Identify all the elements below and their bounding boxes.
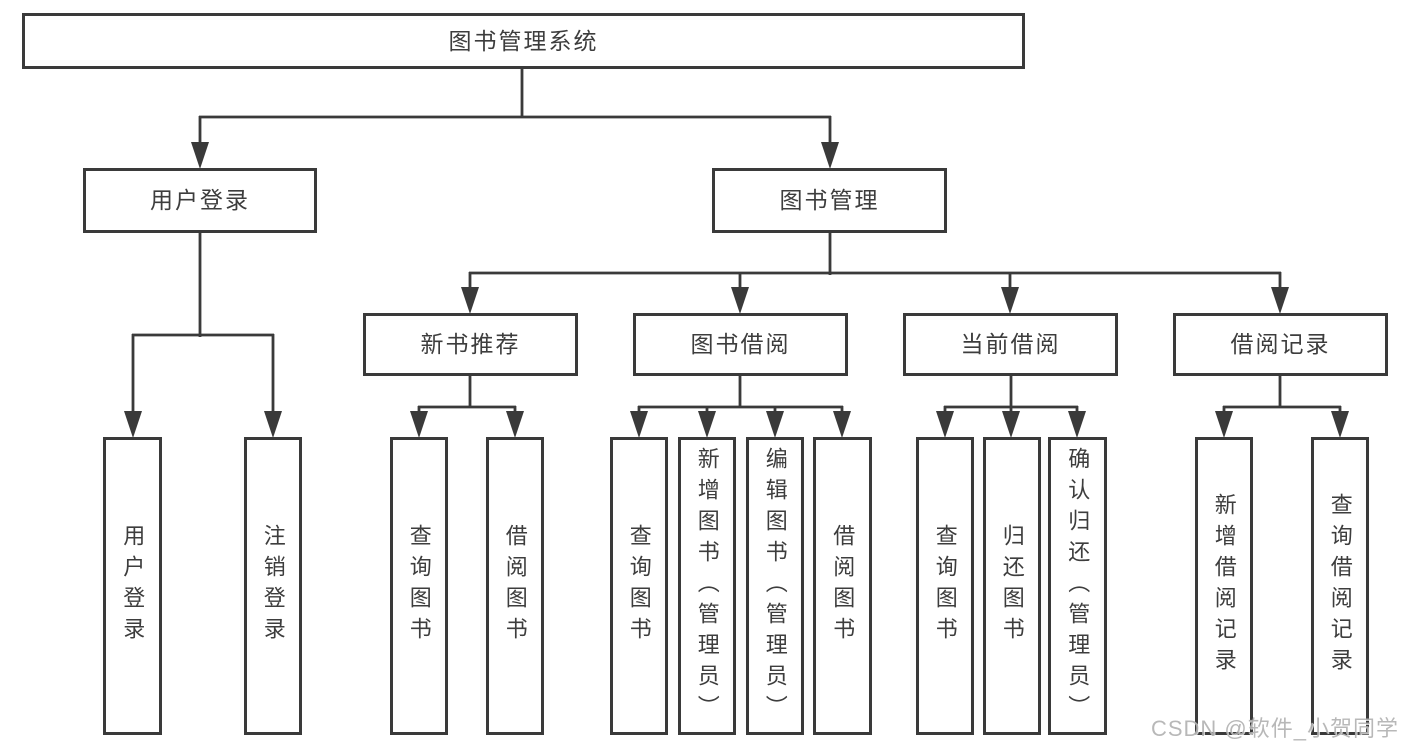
leaf-nb-query-books: 查询图书	[390, 437, 448, 735]
leaf-cb-return-books: 归还图书	[983, 437, 1041, 735]
node-current-borrow: 当前借阅	[903, 313, 1118, 376]
node-user-login: 用户登录	[83, 168, 317, 233]
csdn-watermark: CSDN @软件_小贺同学	[1150, 716, 1399, 741]
node-book-management: 图书管理	[712, 168, 947, 233]
node-new-book-recommend: 新书推荐	[363, 313, 578, 376]
leaf-cb-query-books: 查询图书	[916, 437, 974, 735]
leaf-user-login: 用户登录	[103, 437, 162, 735]
leaf-logout: 注销登录	[244, 437, 302, 735]
leaf-bb-edit-books-admin: 编辑图书（管理员）	[746, 437, 804, 735]
leaf-br-add-record: 新增借阅记录	[1195, 437, 1253, 735]
leaf-cb-confirm-return-admin: 确认归还（管理员）	[1048, 437, 1107, 735]
leaf-bb-query-books: 查询图书	[610, 437, 668, 735]
leaf-bb-borrow-books: 借阅图书	[813, 437, 872, 735]
node-library-management-system: 图书管理系统	[22, 13, 1025, 69]
leaf-br-query-record: 查询借阅记录	[1311, 437, 1369, 735]
leaf-nb-borrow-books: 借阅图书	[486, 437, 544, 735]
node-book-borrow: 图书借阅	[633, 313, 848, 376]
node-borrow-records: 借阅记录	[1173, 313, 1388, 376]
leaf-bb-add-books-admin: 新增图书（管理员）	[678, 437, 736, 735]
